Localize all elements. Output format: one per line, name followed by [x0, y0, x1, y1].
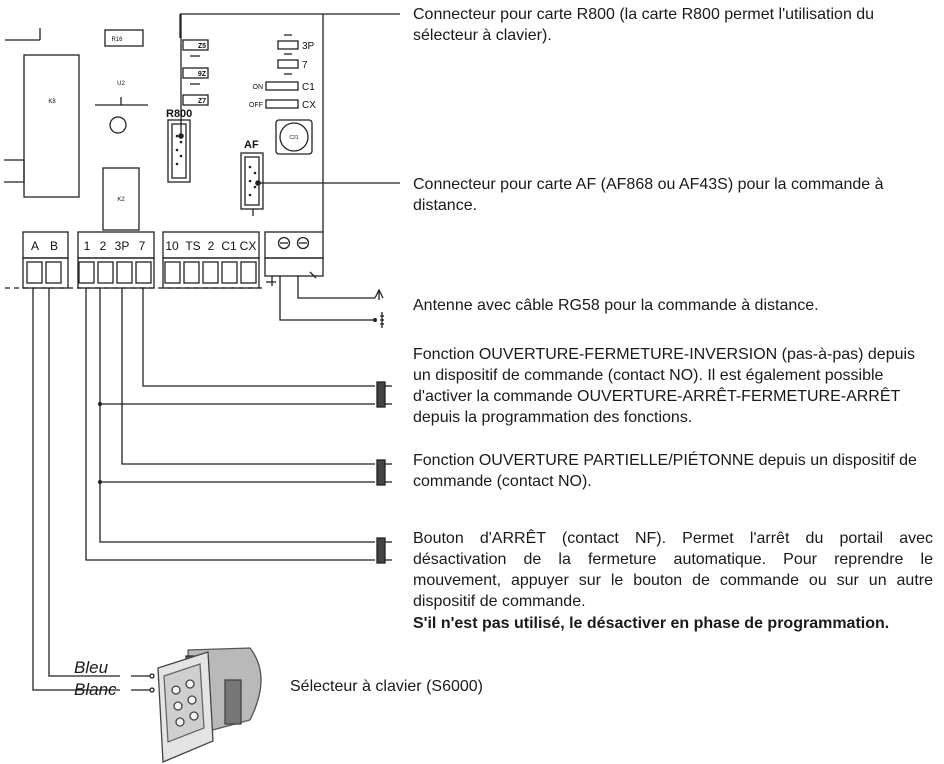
pushbutton-partial-icon — [376, 459, 392, 486]
af-connector — [240, 152, 264, 210]
capacitor-c21 — [275, 119, 313, 155]
dip-switch-c1 — [265, 81, 299, 91]
terminal-b: B — [50, 239, 58, 253]
desc-keypad-selector: Sélecteur à clavier (S6000) — [290, 678, 483, 695]
desc-stop-button: Bouton d'ARRÊT (contact NF). Permet l'ar… — [413, 530, 933, 610]
antenna-icon — [380, 312, 384, 328]
label-af: AF — [244, 139, 259, 151]
terminal-3p: 3P — [115, 239, 130, 253]
terminal-group-ab — [22, 231, 69, 259]
pushbutton-stop-icon — [376, 537, 392, 564]
relay-k2 — [102, 167, 140, 231]
label-dip-cx: CX — [302, 100, 316, 111]
led-indicator — [109, 116, 127, 134]
jumper-z5 — [182, 39, 209, 51]
desc-r800-connector: Connecteur pour carte R800 (la carte R80… — [413, 6, 875, 44]
label-dip-off: OFF — [249, 102, 263, 109]
terminal-cx: CX — [240, 239, 257, 253]
pushbutton-stepbystep-icon — [376, 381, 392, 408]
relay-k8 — [23, 54, 80, 198]
label-k2: K2 — [117, 197, 125, 203]
terminal-c1: C1 — [221, 239, 237, 253]
component-r16 — [104, 29, 144, 47]
desc-stop-note: S'il n'est pas utilisé, le désactiver en… — [413, 615, 890, 632]
keypad-selector-icon — [157, 647, 262, 763]
control-board — [4, 13, 400, 232]
r800-connector — [167, 119, 191, 183]
terminal-2b: 2 — [208, 239, 215, 253]
terminal-a: A — [31, 239, 39, 253]
desc-antenna: Antenne avec câble RG58 pour la commande… — [413, 297, 819, 314]
terminal-10: 10 — [165, 239, 179, 253]
terminal-block — [5, 231, 324, 289]
terminal-7: 7 — [139, 239, 146, 253]
dip-switch-cx — [265, 99, 299, 109]
dip-switch-3p — [277, 40, 299, 50]
terminal-2: 2 — [100, 239, 107, 253]
wire-blue-label: Bleu — [74, 658, 109, 677]
label-z5: Z5 — [198, 43, 206, 50]
label-dip-7: 7 — [302, 60, 308, 71]
wire-white-label: Blanc — [74, 680, 117, 699]
label-9z: 9Z — [198, 71, 207, 78]
wiring — [32, 276, 384, 693]
label-dip-c1: C1 — [302, 82, 315, 93]
label-dip-on: ON — [253, 84, 264, 91]
desc-step-by-step: Fonction OUVERTURE-FERMETURE-INVERSION (… — [413, 346, 916, 426]
label-k8: K8 — [48, 99, 56, 105]
dip-switch-7 — [277, 59, 299, 69]
label-u2: U2 — [117, 81, 125, 87]
label-r800: R800 — [166, 108, 192, 120]
terminal-1: 1 — [84, 239, 91, 253]
desc-af-connector: Connecteur pour carte AF (AF868 ou AF43S… — [413, 176, 884, 214]
terminal-ts: TS — [185, 239, 200, 253]
jumper-z7 — [182, 94, 209, 106]
label-r16: R16 — [111, 37, 123, 43]
jumper-9z — [182, 67, 209, 79]
label-dip-3p: 3P — [302, 41, 315, 52]
label-z7: Z7 — [198, 98, 206, 105]
desc-partial-opening: Fonction OUVERTURE PARTIELLE/PIÉTONNE de… — [413, 452, 917, 490]
antenna-terminal — [264, 231, 324, 259]
label-c21: C21 — [289, 135, 298, 141]
